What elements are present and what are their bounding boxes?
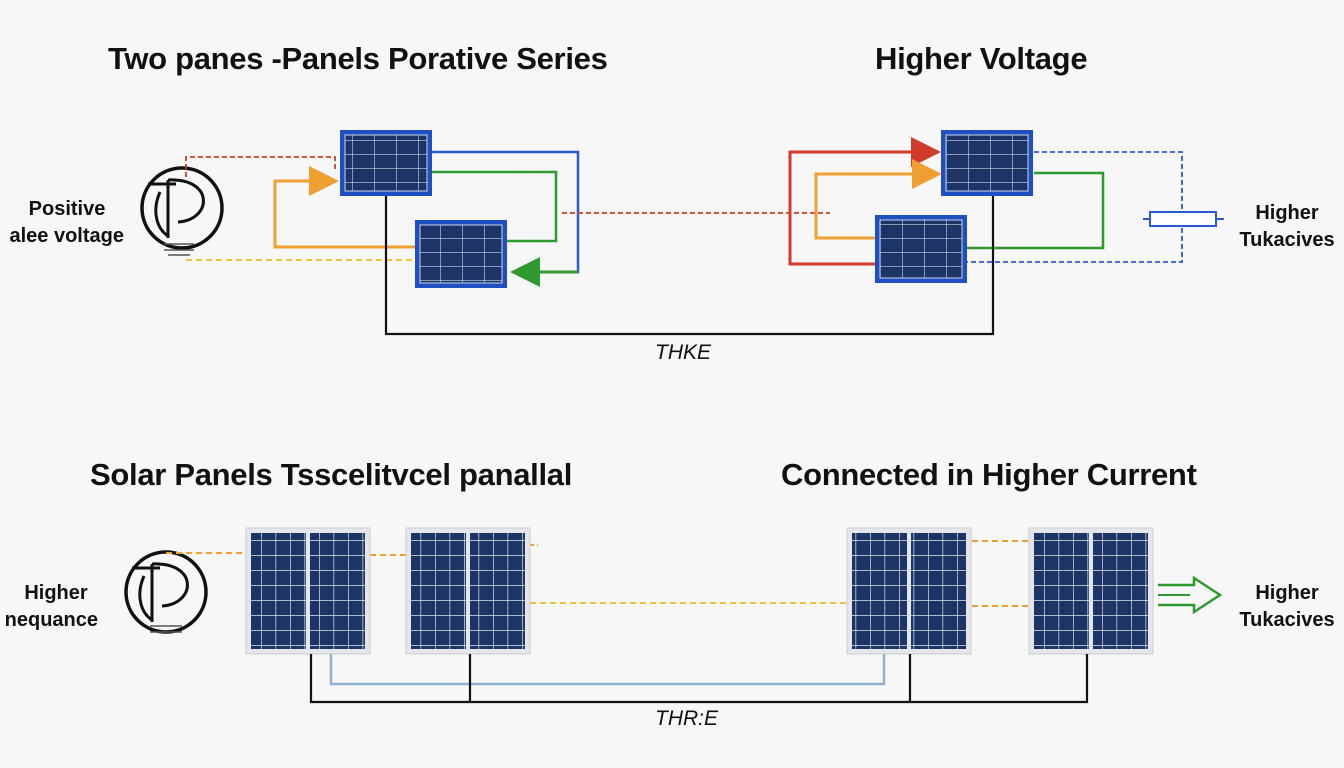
parallel-right-label-line-2: Tukacives bbox=[1239, 609, 1335, 631]
red-wire-right bbox=[788, 137, 941, 266]
series-left-label-line-2: alee voltage bbox=[9, 225, 124, 247]
series-left-label: Positive alee voltage bbox=[0, 196, 124, 250]
orange-wire bbox=[273, 166, 415, 249]
series-right-label-line-2: Tukacives bbox=[1239, 229, 1335, 251]
parallel-right-label-line-1: Higher bbox=[1255, 582, 1319, 604]
solar-panel-parallel-3 bbox=[846, 527, 972, 655]
solar-panel-series-4 bbox=[875, 215, 967, 283]
light-blue-return-wire bbox=[329, 654, 886, 686]
green-wire bbox=[432, 170, 558, 243]
meter-symbol-icon bbox=[140, 166, 224, 256]
parallel-right-label: Higher Tukacives bbox=[1230, 580, 1344, 634]
series-right-label-line-1: Higher bbox=[1255, 202, 1319, 224]
solar-panel-parallel-4 bbox=[1028, 527, 1154, 655]
red-dashed-feed bbox=[185, 156, 336, 177]
series-left-label-line-1: Positive bbox=[28, 198, 106, 220]
parallel-left-label-line-1: Higher bbox=[24, 582, 88, 604]
parallel-bottom-caption: THR:E bbox=[655, 707, 718, 730]
parallel-left-label: Higher nequance bbox=[0, 580, 98, 634]
resistor-icon bbox=[1143, 211, 1224, 227]
black-bus-bottom bbox=[309, 654, 1089, 704]
solar-panel-series-3 bbox=[941, 130, 1033, 196]
meter-symbol-icon bbox=[124, 550, 208, 634]
parallel-title-left: Solar Panels Tsscelitvcel panallal bbox=[90, 457, 573, 492]
series-title-left: Two panes -Panels Porative Series bbox=[108, 41, 608, 76]
solar-panel-parallel-2 bbox=[405, 527, 531, 655]
solar-panel-series-2 bbox=[415, 220, 507, 288]
series-right-label: Higher Tukacives bbox=[1230, 200, 1344, 254]
series-title-right: Higher Voltage bbox=[875, 41, 1088, 76]
green-wire-right bbox=[966, 171, 1105, 250]
black-bus-top bbox=[384, 196, 995, 336]
solar-panel-parallel-1 bbox=[245, 527, 371, 655]
parallel-title-right: Connected in Higher Current bbox=[781, 457, 1197, 492]
parallel-left-label-line-2: nequance bbox=[4, 609, 98, 631]
output-arrow-icon bbox=[1158, 575, 1223, 615]
solar-panel-series-1 bbox=[340, 130, 432, 196]
blue-dashed-wire-right bbox=[966, 151, 1183, 263]
series-bottom-caption: THKE bbox=[655, 341, 712, 364]
orange-wire-right bbox=[814, 159, 942, 240]
